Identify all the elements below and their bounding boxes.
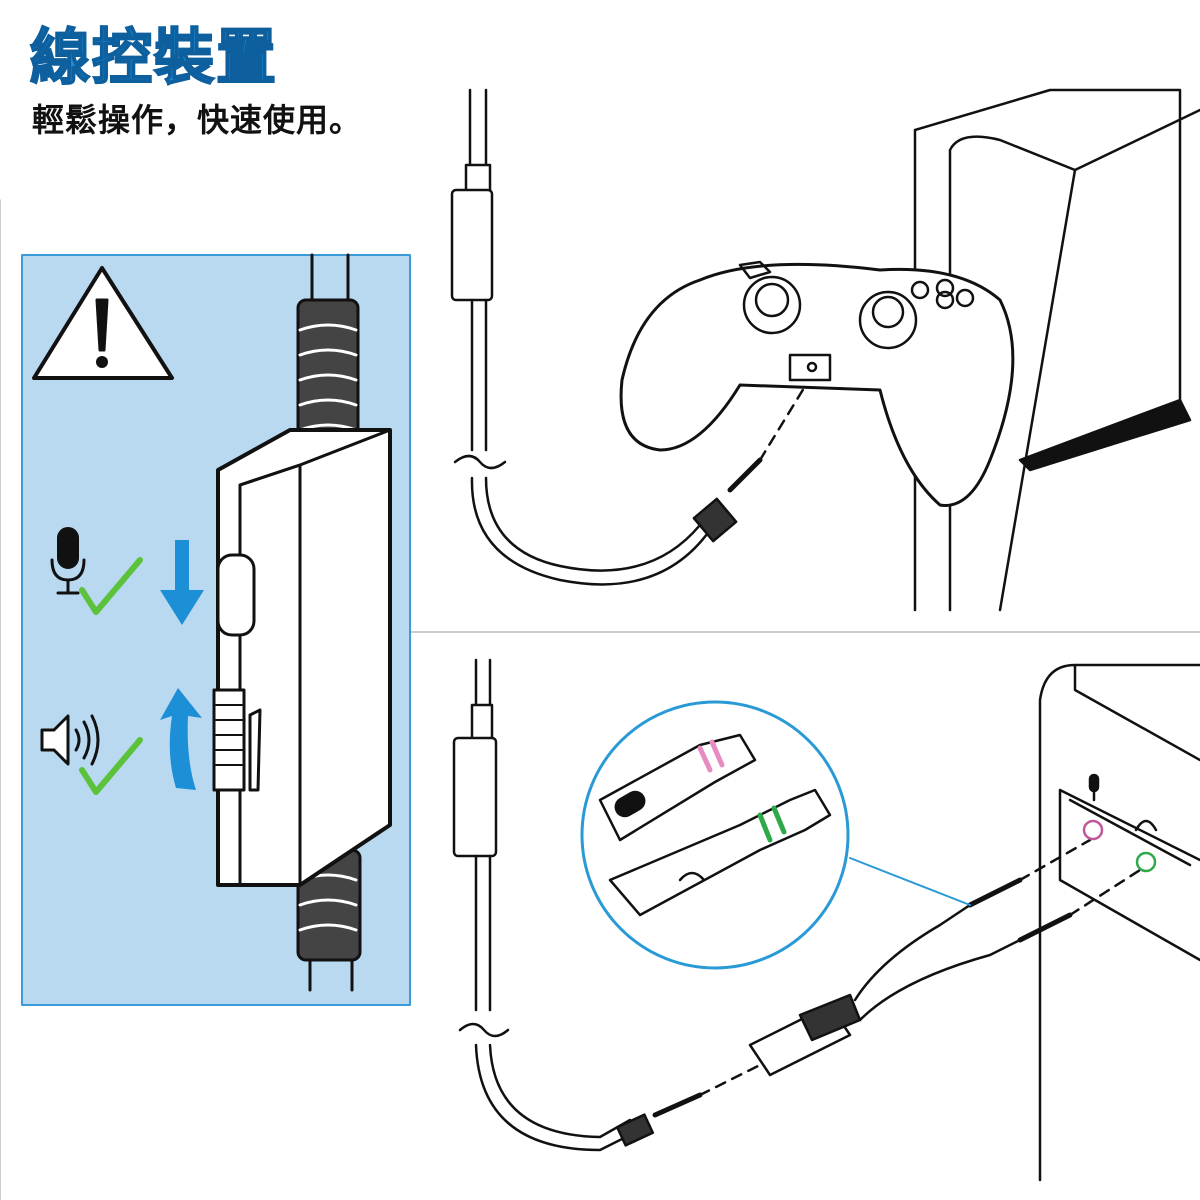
checkmark-icon (79, 557, 143, 615)
microphone-icon (1088, 773, 1100, 802)
speaker-icon (40, 714, 100, 766)
warning-icon (32, 266, 174, 380)
headphones-icon (1134, 819, 1158, 832)
headphone-jack-port (1135, 851, 1157, 873)
cable-top (296, 253, 360, 452)
mic-plug (598, 733, 757, 842)
inline-control-small (450, 188, 494, 302)
page-subtitle: 輕鬆操作，快速使用。 (32, 101, 363, 139)
arrow-up-icon (160, 688, 202, 790)
volume-wheel[interactable] (212, 688, 246, 792)
microphone-icon (50, 527, 86, 595)
audio-jack-port (788, 353, 832, 382)
mic-jack-port (1082, 819, 1104, 841)
arrow-down-icon (160, 540, 204, 625)
inline-control-panel (21, 253, 411, 1006)
mute-switch[interactable] (216, 553, 256, 637)
pc-and-splitter-scene (452, 658, 1200, 1182)
headphone-plug (608, 788, 832, 917)
control-box (212, 428, 392, 887)
checkmark-icon (79, 737, 143, 795)
console-and-controller-scene (450, 88, 1200, 612)
page-title: 線控裝置 (29, 22, 278, 94)
